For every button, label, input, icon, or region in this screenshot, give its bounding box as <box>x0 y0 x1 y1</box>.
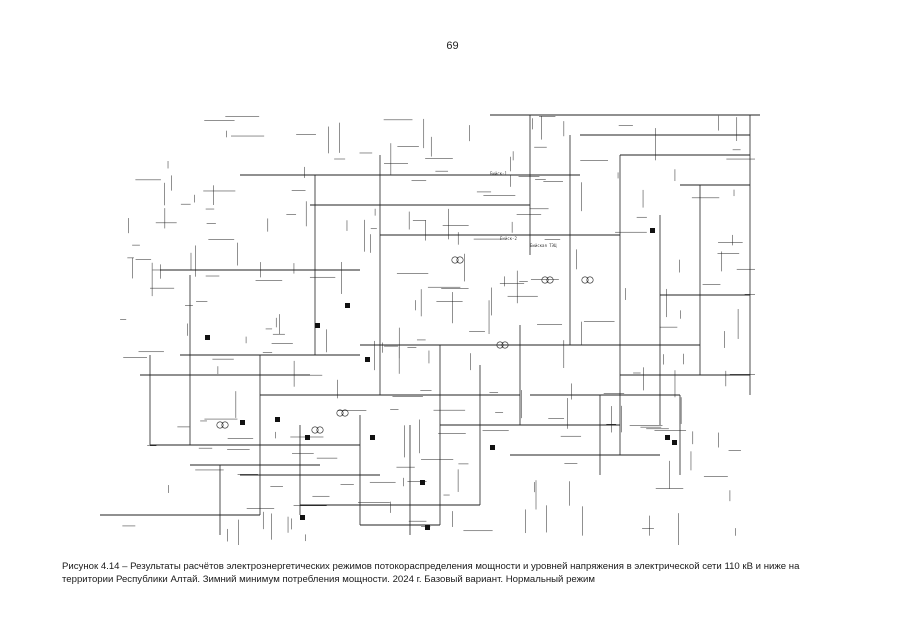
station-label: Бийск-1 <box>490 171 507 176</box>
transformer-icon <box>457 257 463 263</box>
switch-node-marker <box>315 323 320 328</box>
transformer-icon <box>582 277 588 283</box>
switch-node-marker <box>275 417 280 422</box>
figure-caption: Рисунок 4.14 – Результаты расчётов элект… <box>62 561 800 585</box>
transformer-icon <box>587 277 593 283</box>
switch-node-marker <box>650 228 655 233</box>
switch-node-marker <box>305 435 310 440</box>
transformer-icon <box>342 410 348 416</box>
switch-node-marker <box>300 515 305 520</box>
switch-node-marker <box>365 357 370 362</box>
switch-node-marker <box>425 525 430 530</box>
switch-node-marker <box>490 445 495 450</box>
transformer-icon <box>547 277 553 283</box>
page-number: 69 <box>446 40 459 52</box>
switch-node-marker <box>672 440 677 445</box>
transformer-icon <box>312 427 318 433</box>
switch-node-marker <box>345 303 350 308</box>
station-label: Бийская ТЭЦ <box>530 243 557 248</box>
transformer-icon <box>222 422 228 428</box>
switch-node-marker <box>205 335 210 340</box>
transformer-icon <box>502 342 508 348</box>
transformer-icon <box>542 277 548 283</box>
transformer-icon <box>497 342 503 348</box>
transformer-icon <box>217 422 223 428</box>
switch-node-marker <box>665 435 670 440</box>
transformer-icon <box>317 427 323 433</box>
transformer-icon <box>452 257 458 263</box>
transformer-icon <box>337 410 343 416</box>
switch-node-marker <box>420 480 425 485</box>
switch-node-marker <box>370 435 375 440</box>
switch-node-marker <box>240 420 245 425</box>
station-label: Бийск-2 <box>500 236 517 241</box>
